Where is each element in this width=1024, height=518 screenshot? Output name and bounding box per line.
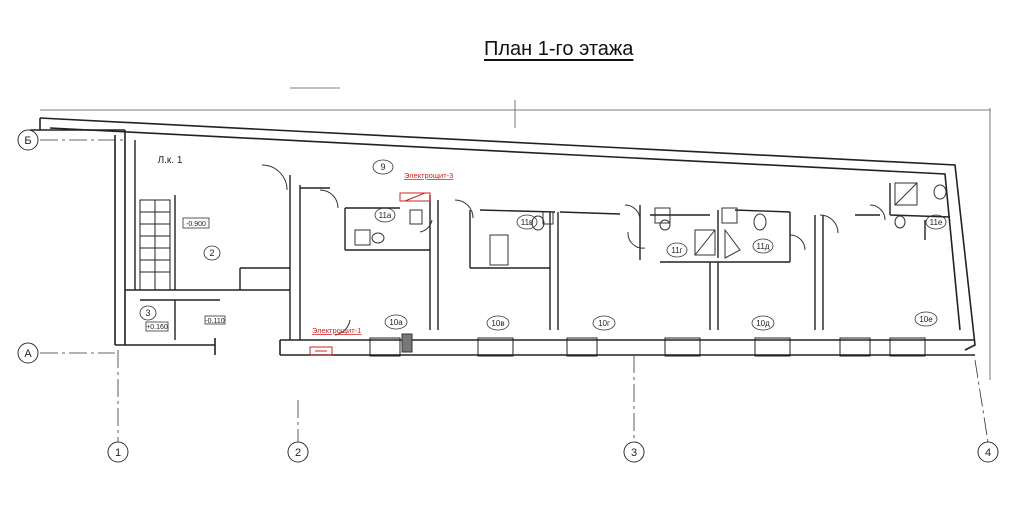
axis-markers <box>17 129 999 463</box>
room-label-2: 2 <box>209 248 214 258</box>
axis-marker-a <box>17 342 39 364</box>
electrical-panel-1-label: Электрощит-1 <box>312 326 361 335</box>
doors <box>261 164 886 336</box>
sanitary-fixtures <box>354 182 947 266</box>
room-label-9: 9 <box>380 162 385 172</box>
staircase <box>139 199 171 291</box>
axis-label-3: 3 <box>631 447 637 459</box>
axis-marker-1 <box>107 441 129 463</box>
axis-label-1: 1 <box>115 447 121 459</box>
room-label-11e: 11е <box>930 218 943 227</box>
room-label-11b: 11в <box>521 218 534 227</box>
dimension-lines <box>40 87 991 380</box>
room-label-10e: 10е <box>919 315 933 324</box>
axis-label-a: А <box>24 348 32 360</box>
outer-walls <box>30 117 976 356</box>
room-label-10g: 10г <box>598 319 610 328</box>
axis-label-2: 2 <box>295 447 301 459</box>
electrical-panel-1-marker <box>309 346 333 356</box>
level-mark-room3: +0.160 <box>146 324 168 331</box>
axis-label-b: Б <box>24 135 31 147</box>
room-label-10a: 10а <box>389 318 403 327</box>
axis-marker-4 <box>977 441 999 463</box>
axis-marker-b <box>17 129 39 151</box>
room-label-stair: Л.к. 1 <box>158 155 183 166</box>
interior-walls <box>125 140 951 340</box>
electrical-panels <box>309 192 431 356</box>
room-label-10d: 10д <box>756 319 770 328</box>
plan-title: План 1-го этажа <box>484 38 634 60</box>
axis-label-4: 4 <box>985 447 991 459</box>
room-label-11g: 11г <box>671 246 682 255</box>
axis-marker-3 <box>623 441 645 463</box>
level-mark-small: -0.110 <box>205 318 224 325</box>
level-mark-stair: -0.900 <box>186 221 206 228</box>
room-label-10b: 10в <box>491 319 504 328</box>
electrical-panel-3-marker <box>399 192 431 202</box>
electrical-panel-3-label: Электрощит-3 <box>404 171 453 180</box>
grid-axis-lines <box>40 139 989 443</box>
windows <box>369 333 926 357</box>
room-label-11a: 11а <box>379 211 392 220</box>
room-label-11d: 11д <box>757 242 770 251</box>
room-label-3: 3 <box>145 308 150 318</box>
axis-marker-2 <box>287 441 309 463</box>
